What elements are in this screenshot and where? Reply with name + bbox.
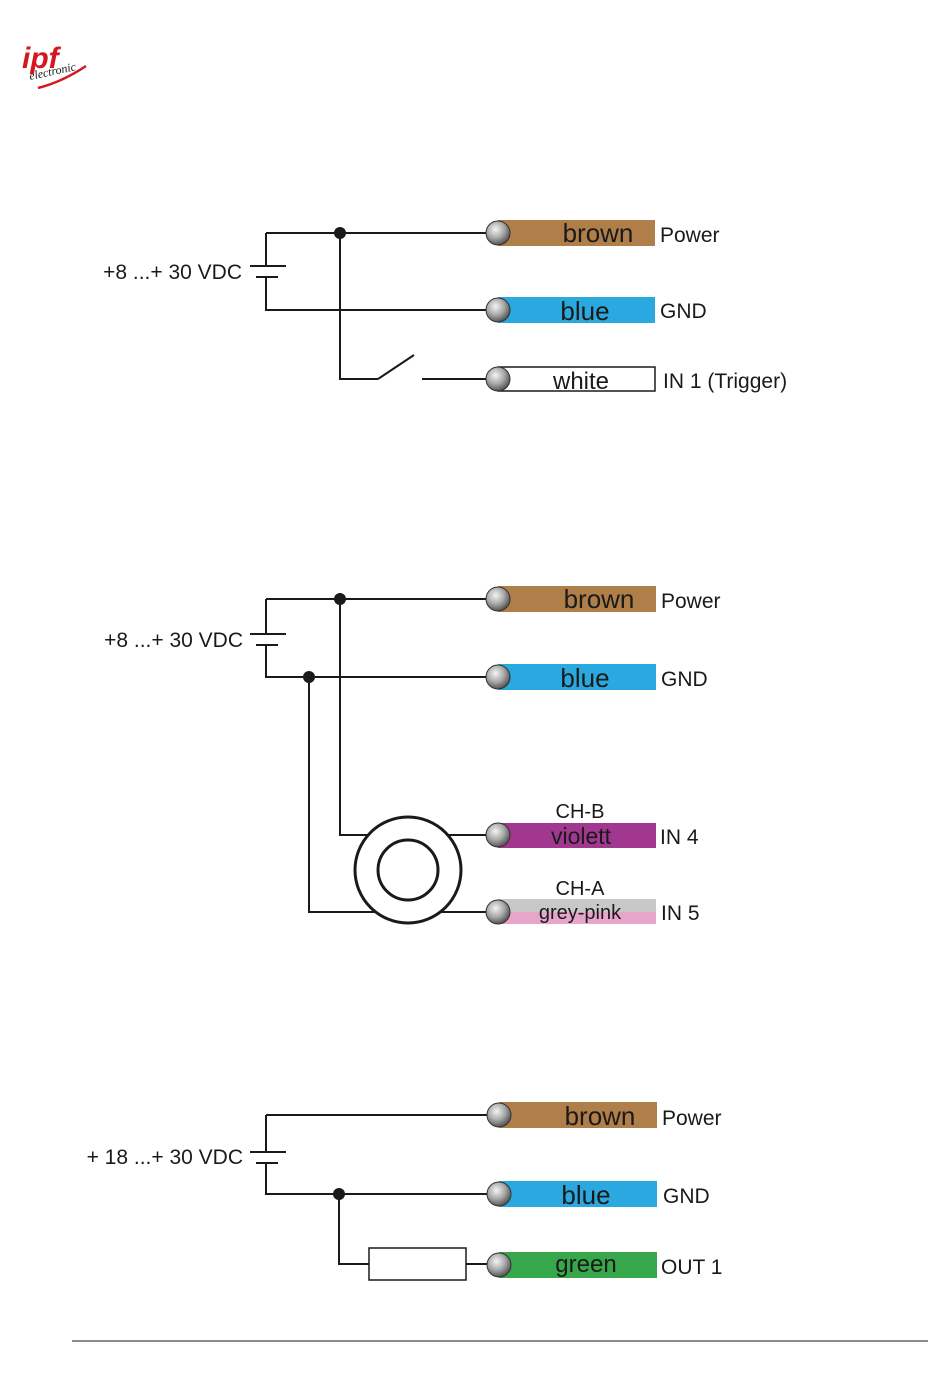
diagram-1: +8 ...+ 30 VDC brown Power blue GND whit… <box>103 218 787 395</box>
supply-voltage-label: + 18 ...+ 30 VDC <box>87 1146 243 1169</box>
terminal-icon <box>486 823 510 847</box>
terminal-icon <box>486 367 510 391</box>
channel-label: CH-A <box>556 878 606 900</box>
terminal-icon <box>487 1103 511 1127</box>
load-resistor-icon <box>369 1248 466 1280</box>
wire-color-label: brown <box>565 1101 636 1131</box>
pin-function-label: Power <box>661 590 721 613</box>
terminal-icon <box>486 298 510 322</box>
pin-function-label: Power <box>662 1107 722 1130</box>
terminal-icon <box>487 1253 511 1277</box>
pin-function-label: IN 5 <box>661 902 700 925</box>
wire-color-label: green <box>555 1251 616 1278</box>
pin-function-label: GND <box>661 668 708 691</box>
wire-color-label: grey-pink <box>539 902 622 924</box>
wire-color-label: blue <box>560 663 609 693</box>
supply-voltage-label: +8 ...+ 30 VDC <box>104 629 243 652</box>
pin-function-label: OUT 1 <box>661 1256 722 1279</box>
pin-function-label: IN 1 (Trigger) <box>663 370 787 393</box>
channel-label: CH-B <box>556 801 605 823</box>
terminal-icon <box>486 900 510 924</box>
wire-color-label: blue <box>560 296 609 326</box>
ipf-logo: ipf electronic <box>22 42 86 88</box>
pin-function-label: GND <box>660 300 707 323</box>
pin-function-label: Power <box>660 224 720 247</box>
terminal-icon <box>486 221 510 245</box>
wire-color-label: violett <box>551 823 612 849</box>
wire-color-label: blue <box>561 1180 610 1210</box>
diagram-3: + 18 ...+ 30 VDC brown Power blue GND gr… <box>87 1101 723 1280</box>
encoder-inner-ring <box>378 840 438 900</box>
supply-voltage-label: +8 ...+ 30 VDC <box>103 261 242 284</box>
pin-function-label: GND <box>663 1185 710 1208</box>
terminal-icon <box>487 1182 511 1206</box>
wire-color-label: white <box>552 368 609 395</box>
terminal-icon <box>486 587 510 611</box>
wire-color-label: brown <box>564 584 635 614</box>
diagram-2: +8 ...+ 30 VDC brown Power blue GND CH-B… <box>104 584 720 925</box>
terminal-icon <box>486 665 510 689</box>
pin-function-label: IN 4 <box>660 826 699 849</box>
wire-color-label: brown <box>563 218 634 248</box>
